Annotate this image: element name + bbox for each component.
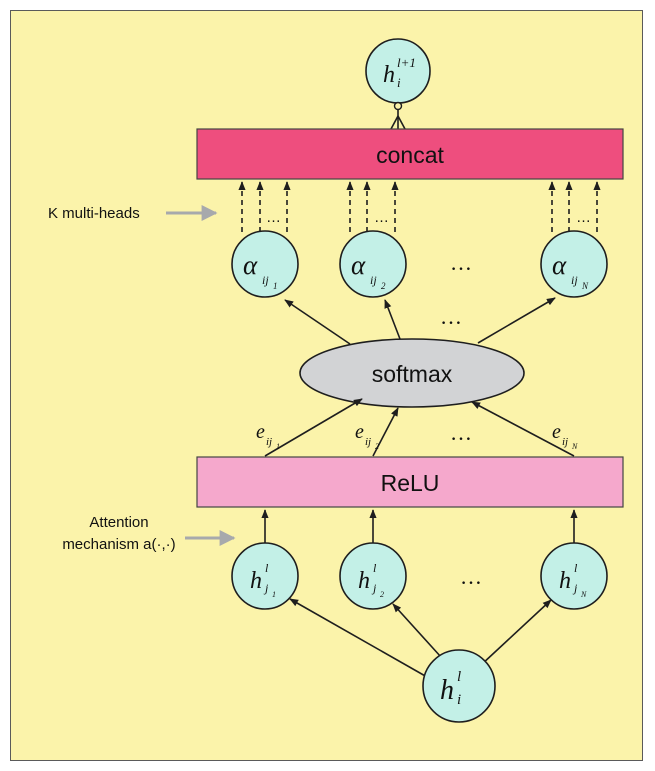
head-ellipsis-3: … [576, 209, 591, 226]
svg-text:l: l [373, 561, 377, 575]
neighbor-ellipsis: … [460, 564, 482, 589]
softmax-node: softmax [299, 338, 525, 408]
softmax-label: softmax [372, 361, 453, 387]
output-node-sup: l+1 [397, 55, 416, 70]
svg-text:e: e [552, 421, 561, 443]
relu-to-softmax-3 [471, 401, 575, 457]
concat-label: concat [376, 142, 444, 168]
alpha-ellipsis: … [450, 250, 472, 275]
output-node-base: h [383, 62, 395, 88]
softmax-to-alpha-2 [384, 299, 401, 340]
svg-text:j: j [572, 581, 578, 595]
svg-text:2: 2 [381, 281, 386, 291]
head-arrows-group-3: … [548, 181, 601, 232]
output-node: h l+1 i [365, 38, 431, 104]
svg-text:1: 1 [276, 442, 280, 451]
svg-text:ij: ij [365, 436, 371, 448]
e-ellipsis: … [450, 420, 472, 445]
input-node: h l i [422, 649, 496, 723]
hi-to-hj1 [289, 598, 428, 678]
relu-label: ReLU [381, 470, 440, 496]
relu-rect [196, 456, 624, 508]
e-label-3: e ij N [552, 421, 578, 451]
svg-text:N: N [581, 281, 589, 291]
head-arrows-group-1: … [238, 181, 291, 232]
svg-text:ij: ij [562, 436, 568, 448]
svg-text:ij: ij [370, 273, 377, 287]
svg-text:2: 2 [375, 442, 379, 451]
svg-text:N: N [571, 442, 578, 451]
svg-text:ij: ij [266, 436, 272, 448]
svg-text:l: l [574, 561, 578, 575]
svg-text:ij: ij [571, 273, 578, 287]
svg-text:j: j [263, 581, 269, 595]
softmax-out-ellipsis: … [440, 304, 462, 329]
relu-to-softmax-2 [372, 407, 399, 457]
e-label-2: e ij 2 [355, 421, 379, 451]
hi-to-hjN [480, 599, 552, 666]
svg-text:α: α [351, 250, 366, 280]
head-ellipsis-2: … [374, 209, 389, 226]
head-ellipsis-1: … [266, 209, 281, 226]
neighbor-node-2: h l j 2 [339, 542, 407, 610]
svg-text:h: h [440, 675, 454, 706]
svg-text:j: j [371, 581, 377, 595]
svg-text:e: e [256, 421, 265, 443]
svg-text:e: e [355, 421, 364, 443]
svg-text:α: α [243, 250, 258, 280]
head-arrows-group-2: … [346, 181, 399, 232]
attention-label-line1: Attention [89, 514, 148, 531]
e-label-1: e ij 1 [256, 421, 280, 451]
softmax-to-alpha-1 [284, 299, 351, 345]
alpha-node-2: α ij 2 [339, 230, 407, 298]
connector-knot [393, 101, 403, 111]
concat-rect [196, 128, 624, 180]
softmax-to-alpha-3 [477, 297, 556, 344]
svg-text:α: α [552, 250, 567, 280]
svg-text:h: h [559, 568, 571, 594]
svg-text:ij: ij [262, 273, 269, 287]
svg-text:1: 1 [272, 590, 276, 599]
relu-box: ReLU [196, 456, 624, 508]
neighbor-node-3: h l j N [540, 542, 608, 610]
relu-to-softmax-1 [264, 398, 363, 457]
neighbor-node-1: h l j 1 [231, 542, 299, 610]
concat-box: concat [196, 128, 624, 180]
svg-text:l: l [457, 669, 461, 685]
svg-text:i: i [457, 692, 461, 708]
alpha-node-1: α ij 1 [231, 230, 299, 298]
multi-heads-label: K multi-heads [48, 205, 140, 222]
svg-text:l: l [265, 561, 269, 575]
svg-text:1: 1 [273, 281, 278, 291]
output-connector [390, 101, 406, 130]
alpha-node-3: α ij N [540, 230, 608, 298]
svg-text:h: h [250, 568, 262, 594]
svg-text:N: N [580, 590, 587, 599]
attention-label-line2: mechanism a(·,·) [62, 536, 175, 553]
hi-to-hj2 [392, 603, 442, 658]
svg-text:2: 2 [380, 590, 384, 599]
output-node-circle [365, 38, 431, 104]
output-node-sub: i [397, 75, 401, 90]
svg-text:h: h [358, 568, 370, 594]
